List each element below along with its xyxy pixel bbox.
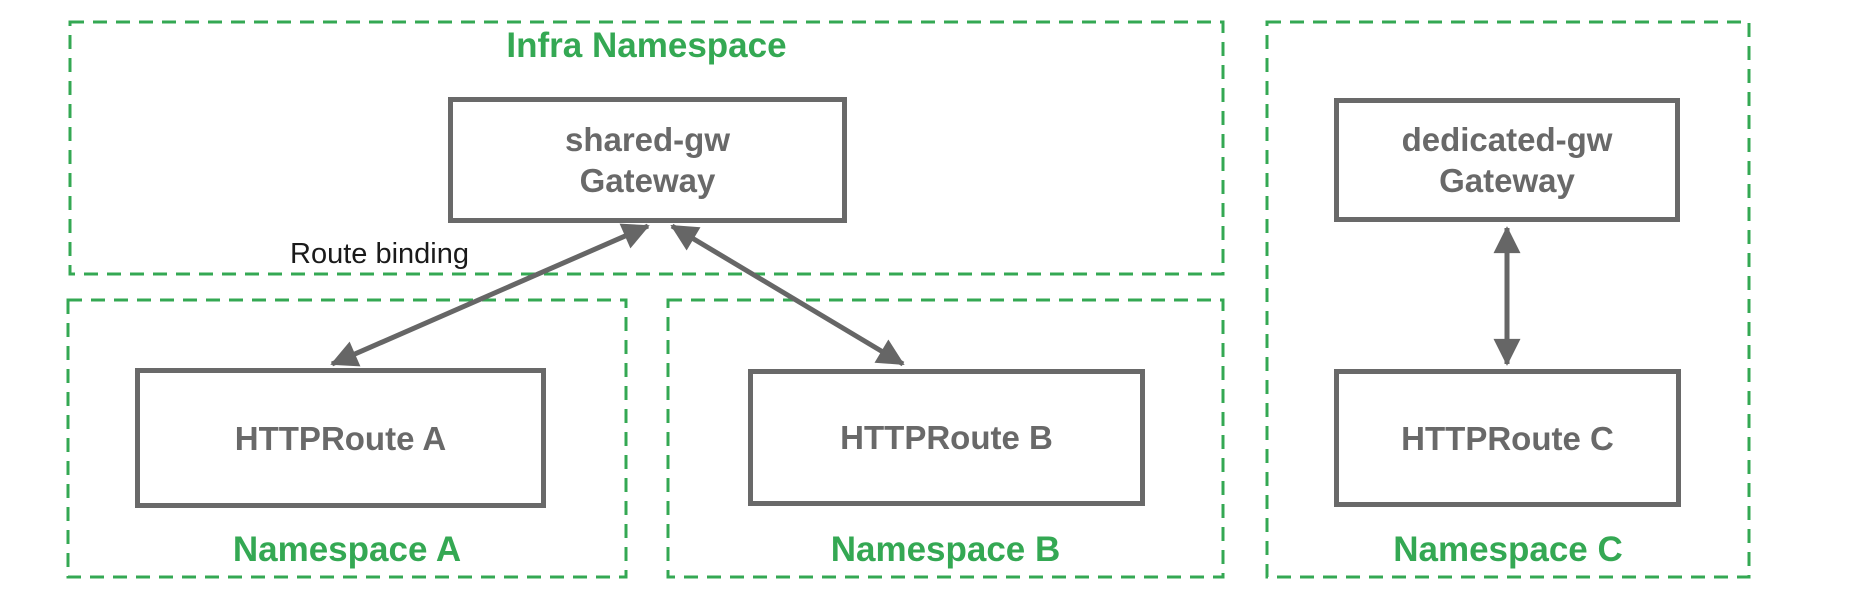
namespace-c-title: Namespace C (1393, 530, 1623, 569)
route-binding-arrow-b (670, 223, 905, 367)
infra-namespace-title: Infra Namespace (506, 26, 787, 65)
httproute-c-node: HTTPRoute C (1334, 369, 1681, 507)
namespace-c-border (1265, 20, 1751, 579)
shared-gw-gateway-kind: Gateway (579, 162, 716, 199)
httproute-b-name: HTTPRoute B (840, 419, 1053, 456)
dedicated-gw-gateway-node: dedicated-gw Gateway (1334, 98, 1680, 222)
route-binding-label: Route binding (290, 238, 469, 270)
namespace-b-title: Namespace B (830, 530, 1061, 569)
namespace-b-border (666, 298, 1225, 579)
dedicated-gw-gateway-name: dedicated-gw (1401, 121, 1613, 158)
httproute-c-name: HTTPRoute C (1401, 419, 1614, 457)
dedicated-gw-gateway-kind: Gateway (1439, 162, 1575, 199)
httproute-b-node: HTTPRoute B (748, 369, 1145, 506)
namespace-a-title: Namespace A (232, 530, 462, 569)
route-binding-arrow-a (330, 223, 650, 367)
shared-gw-gateway-node: shared-gw Gateway (448, 97, 847, 223)
httproute-a-name: HTTPRoute A (234, 419, 447, 457)
httproute-a-node: HTTPRoute A (135, 368, 546, 508)
shared-gw-gateway-name: shared-gw (564, 121, 731, 158)
